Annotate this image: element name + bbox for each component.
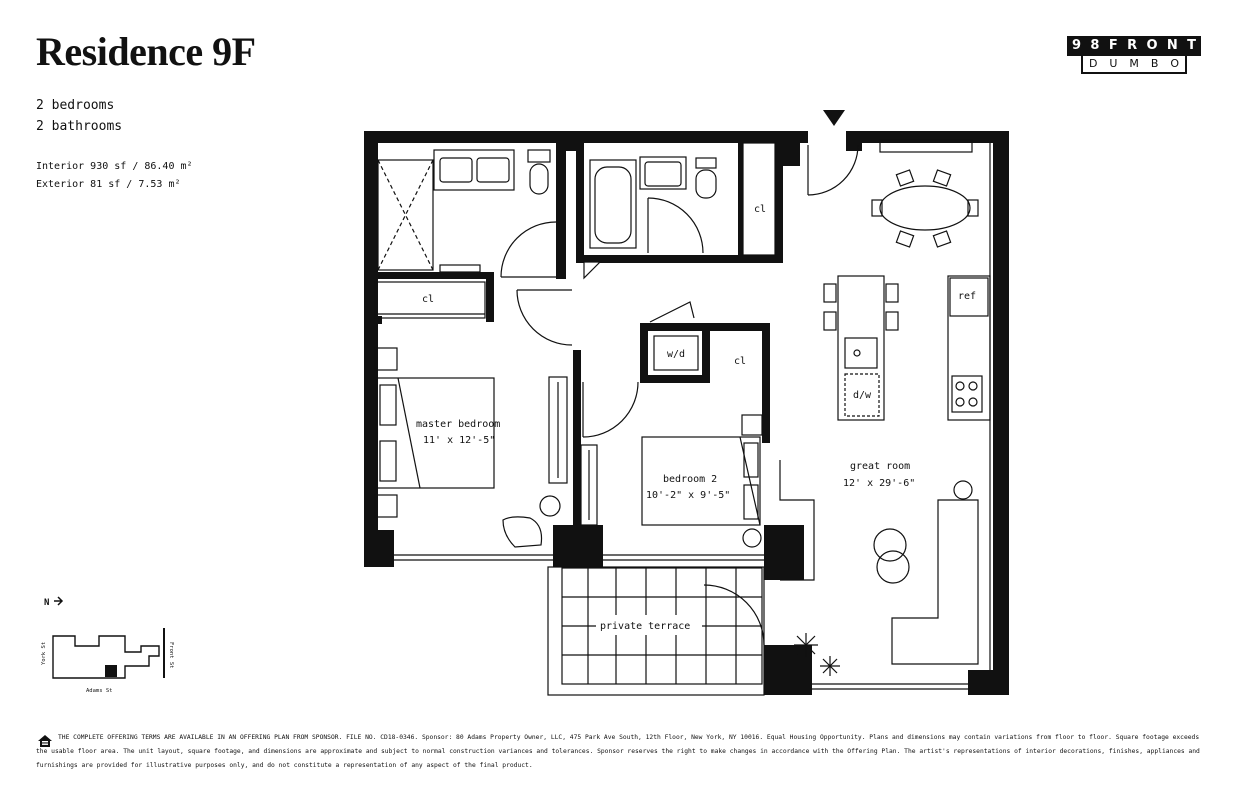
logo-char: R xyxy=(1127,38,1138,53)
master-closet: cl xyxy=(374,281,486,319)
bedroom-closet-label: cl xyxy=(734,356,746,367)
logo-char: F xyxy=(1108,38,1118,53)
windows xyxy=(394,143,991,690)
laundry-closet: w/d cl xyxy=(649,301,746,371)
logo-char: O xyxy=(1170,57,1179,70)
logo-char: M xyxy=(1129,57,1139,70)
hall-closet-label: cl xyxy=(754,204,766,215)
great-room: great room 12' x 29'-6" xyxy=(703,460,979,665)
master-bedroom-name: master bedroom xyxy=(416,419,500,430)
bedroom-2-name: bedroom 2 xyxy=(663,474,717,485)
dishwasher-label: d/w xyxy=(853,390,872,401)
disclaimer-text: THE COMPLETE OFFERING TERMS ARE AVAILABL… xyxy=(36,734,1200,769)
logo-char: N xyxy=(1166,38,1178,53)
entry-arrow-icon xyxy=(823,110,845,126)
master-closet-label: cl xyxy=(422,294,434,305)
interior-walls xyxy=(370,143,783,567)
exterior-walls xyxy=(364,131,1009,695)
entry-door xyxy=(807,110,859,196)
logo-char: 8 xyxy=(1090,38,1100,53)
building-logo: 9 8 F R O N T D U M B O xyxy=(1067,36,1201,74)
kitchen: d/w ref xyxy=(823,275,991,421)
street-east-label: Front St xyxy=(168,642,174,669)
bedroom-2-dims: 10'-2" x 9'-5" xyxy=(646,490,730,501)
logo-bottom-row: D U M B O xyxy=(1081,56,1187,74)
logo-char: O xyxy=(1146,38,1158,53)
bathrooms-count: 2 bathrooms xyxy=(36,119,123,134)
logo-top-row: 9 8 F R O N T xyxy=(1067,36,1201,56)
logo-char: 9 xyxy=(1072,38,1082,53)
unit-marker xyxy=(105,665,117,677)
exterior-area: Exterior 81 sf / 7.53 m² xyxy=(36,179,181,190)
great-room-name: great room xyxy=(850,461,910,472)
logo-char: T xyxy=(1187,38,1196,53)
terrace-name: private terrace xyxy=(600,621,690,632)
street-west-label: York St xyxy=(41,642,47,665)
bedroom-2: bedroom 2 10'-2" x 9'-5" xyxy=(580,381,763,548)
legal-disclaimer: THE COMPLETE OFFERING TERMS ARE AVAILABL… xyxy=(36,731,1204,773)
great-room-dims: 12' x 29'-6" xyxy=(843,478,915,489)
plant-icon xyxy=(794,633,818,657)
bedrooms-count: 2 bedrooms xyxy=(36,98,115,113)
master-bedroom: master bedroom 11' x 12'-5" xyxy=(374,289,573,548)
master-bedroom-dims: 11' x 12'-5" xyxy=(423,435,495,446)
interior-area: Interior 930 sf / 86.40 m² xyxy=(36,161,193,172)
page-title: Residence 9F xyxy=(36,29,256,74)
private-terrace: private terrace xyxy=(547,566,840,696)
street-south-label: Adams St xyxy=(86,688,113,694)
logo-char: D xyxy=(1088,57,1098,70)
north-arrow-icon xyxy=(54,596,64,606)
refrigerator-label: ref xyxy=(958,291,976,302)
logo-char: B xyxy=(1150,57,1159,70)
washer-dryer-label: w/d xyxy=(667,349,685,360)
hall-closet xyxy=(742,142,776,256)
equal-housing-icon xyxy=(38,735,52,747)
plant-icon xyxy=(820,656,840,676)
north-label: N xyxy=(44,598,49,608)
logo-char: U xyxy=(1109,57,1118,70)
master-bathroom xyxy=(377,149,557,278)
unit-specs: 2 bedrooms 2 bathrooms xyxy=(36,95,122,137)
dining-set xyxy=(871,139,979,248)
key-plan: N York St Front St Adams St xyxy=(41,596,174,694)
second-bathroom xyxy=(583,156,717,280)
unit-areas: Interior 930 sf / 86.40 m² Exterior 81 s… xyxy=(36,158,193,194)
